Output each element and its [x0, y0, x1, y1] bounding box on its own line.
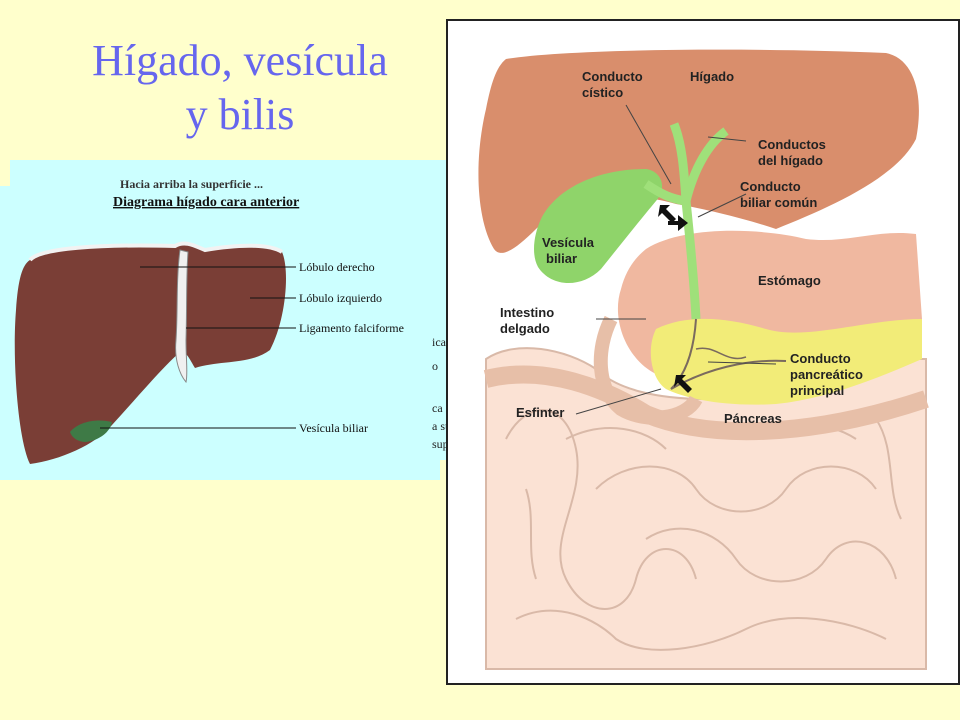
leader-lines — [575, 104, 777, 415]
falciform-ligament — [175, 249, 189, 384]
label-common-bile-duct-2: biliar común — [740, 195, 817, 210]
label-small-intestine-2: delgado — [500, 321, 550, 336]
label-gallbladder-2: biliar — [546, 251, 577, 266]
text-fragment-1: ica — [432, 335, 447, 349]
gallbladder-shape — [534, 169, 663, 284]
label-liver: Hígado — [690, 69, 734, 84]
label-gallbladder-1: Vesícula — [542, 235, 595, 250]
label-pancreatic-duct-1: Conducto — [790, 351, 851, 366]
digestive-diagram-svg: Conducto cístico Hígado Conductos del hí… — [446, 19, 960, 685]
slide-title: Hígado, vesícula y bilis — [45, 34, 435, 142]
title-line-1: Hígado, vesícula — [92, 36, 388, 85]
liver-diagram-heading: Diagrama hígado cara anterior — [113, 195, 299, 210]
liver-top-edge — [28, 241, 284, 262]
label-hepatic-ducts-1: Conductos — [758, 137, 826, 152]
gallbladder-shape — [70, 420, 112, 442]
arrow-up-left-icon — [658, 205, 676, 223]
pancreas-shape — [650, 318, 922, 405]
text-fragment-4: a su — [432, 419, 450, 433]
liver-diagram-svg: Hacia arriba la superficie ... Diagrama … — [0, 160, 450, 480]
label-gallbladder: Vesícula biliar — [299, 421, 368, 435]
label-left-lobe: Lóbulo izquierdo — [299, 291, 382, 305]
label-pancreas: Páncreas — [724, 411, 782, 426]
label-right-lobe: Lóbulo derecho — [299, 260, 375, 274]
arrow-sphincter-icon — [674, 375, 692, 393]
liver-shape — [14, 243, 287, 464]
label-stomach: Estómago — [758, 273, 821, 288]
text-fragment-3: ca — [432, 401, 443, 415]
bile-ducts — [643, 122, 729, 320]
arrow-right-icon — [668, 215, 688, 231]
liver-anterior-diagram: Hacia arriba la superficie ... Diagrama … — [0, 160, 450, 480]
label-sphincter: Esfinter — [516, 405, 564, 420]
obscured-top-text: Hacia arriba la superficie ... — [120, 177, 263, 191]
label-hepatic-ducts-2: del hígado — [758, 153, 823, 168]
title-line-2: y bilis — [185, 90, 295, 139]
label-common-bile-duct-1: Conducto — [740, 179, 801, 194]
liver-shape — [478, 49, 919, 253]
label-falciform-ligament: Ligamento falciforme — [299, 321, 404, 335]
text-fragment-5: sup — [432, 437, 449, 451]
label-cystic-duct-2: cístico — [582, 85, 623, 100]
pancreatic-duct-branch — [695, 347, 747, 360]
bile-flow-arrows — [658, 205, 692, 393]
label-cystic-duct-1: Conducto — [582, 69, 643, 84]
label-pancreatic-duct-2: pancreático — [790, 367, 863, 382]
label-small-intestine-1: Intestino — [500, 305, 554, 320]
digestive-anatomy-diagram: Conducto cístico Hígado Conductos del hí… — [446, 19, 960, 685]
duodenum — [593, 315, 703, 425]
label-pancreatic-duct-3: principal — [790, 383, 844, 398]
text-fragment-2: o — [432, 359, 438, 373]
